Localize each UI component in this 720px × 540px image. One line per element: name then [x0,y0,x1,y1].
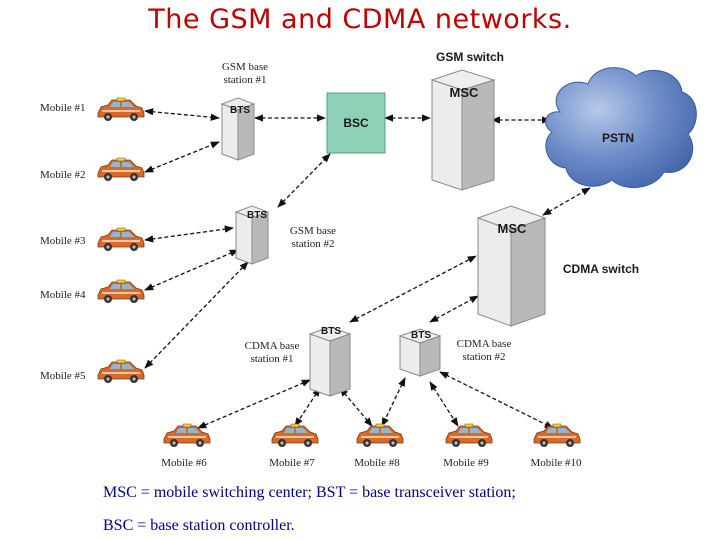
link-mobile3-gsm-bts2 [144,225,234,243]
link-cdma-bts1-msc [349,255,477,323]
mobile-car-icon [445,423,493,447]
link-cdma-bts1-mobile7 [294,387,321,427]
mobile-car-icon [271,423,319,447]
link-mobile1-gsm-bts1 [144,108,220,121]
link-cdma-bts2-mobile10 [439,371,554,429]
cdma-msc-label: MSC [498,221,528,236]
cdma-msc-tower: MSC [476,205,547,327]
link-cdma-bts1-mobile6 [197,379,311,429]
caption-line-1: MSC = mobile switching center; BST = bas… [103,484,516,501]
gsm-switch-label: GSM switch [436,50,504,64]
mobile-label: Mobile #7 [269,457,315,469]
mobile-label: Mobile #10 [530,457,582,469]
gsm-msc-tower: MSC [430,69,496,191]
mobile-label: Mobile #2 [40,169,86,181]
gsm-bs1-label-line1: GSM base [222,61,268,73]
gsm-bts1-label: BTS [230,105,250,116]
link-cdma-bts2-mobile9 [429,381,459,427]
gsm-bts1-tower: BTS [220,97,256,161]
bsc-box: BSC [326,92,386,154]
link-mobile5-gsm-bts2 [144,261,249,369]
mobile-car-icon [97,97,145,121]
mobile-label: Mobile #3 [40,235,86,247]
mobile-car-icon [533,423,581,447]
connection-links [144,108,591,429]
gsm-msc-label: MSC [450,85,480,100]
cdma-switch-label: CDMA switch [563,262,639,276]
pstn-label: PSTN [602,131,634,145]
mobiles-group: Mobile #1 Mobile #2 Mobile #3 Mobile #4 Mobi… [40,97,582,469]
link-cdma-bts2-mobile8 [381,377,406,427]
cdma-bts1-label: BTS [321,326,341,337]
cdma-bs2-label-line1: CDMA base [457,338,512,350]
gsm-bs2-label-line2: station #2 [291,238,334,250]
page-title: The GSM and CDMA networks. [148,4,572,35]
mobile-car-icon [97,279,145,303]
bsc-label: BSC [343,116,369,130]
gsm-bs2-label-line1: GSM base [290,225,336,237]
mobile-label: Mobile #5 [40,370,86,382]
caption-line-2: BSC = base station controller. [103,517,295,534]
mobile-label: Mobile #6 [161,457,207,469]
cdma-bs2-label-line2: station #2 [462,351,505,363]
mobile-car-icon [163,423,211,447]
cdma-bts2-label: BTS [411,330,431,341]
gsm-bts2-tower: BTS [234,205,270,265]
mobile-car-icon [97,359,145,383]
cdma-bts1-tower: BTS [308,326,352,397]
link-gsm-bts2-bsc [277,153,331,208]
mobile-label: Mobile #8 [354,457,400,469]
gsm-bts2-label: BTS [247,210,267,221]
link-mobile4-gsm-bts2 [144,249,239,291]
mobile-car-icon [97,227,145,251]
gsm-bs1-label-line2: station #1 [223,74,266,86]
mobile-car-icon [356,423,404,447]
link-cdma-bts2-msc [429,295,479,323]
mobile-label: Mobile #9 [443,457,489,469]
mobile-label: Mobile #4 [40,289,86,301]
pstn-cloud: PSTN [545,67,697,189]
cdma-bs1-label-line1: CDMA base [245,340,300,352]
mobile-car-icon [97,157,145,181]
cdma-bts2-tower: BTS [398,328,442,377]
link-cdma-msc-pstn [542,187,591,216]
link-mobile2-gsm-bts1 [144,141,220,173]
cdma-bs1-label-line2: station #1 [250,353,293,365]
link-cdma-bts1-mobile8 [339,387,373,427]
mobile-label: Mobile #1 [40,102,86,114]
pstn-cloud-shape [545,67,697,189]
